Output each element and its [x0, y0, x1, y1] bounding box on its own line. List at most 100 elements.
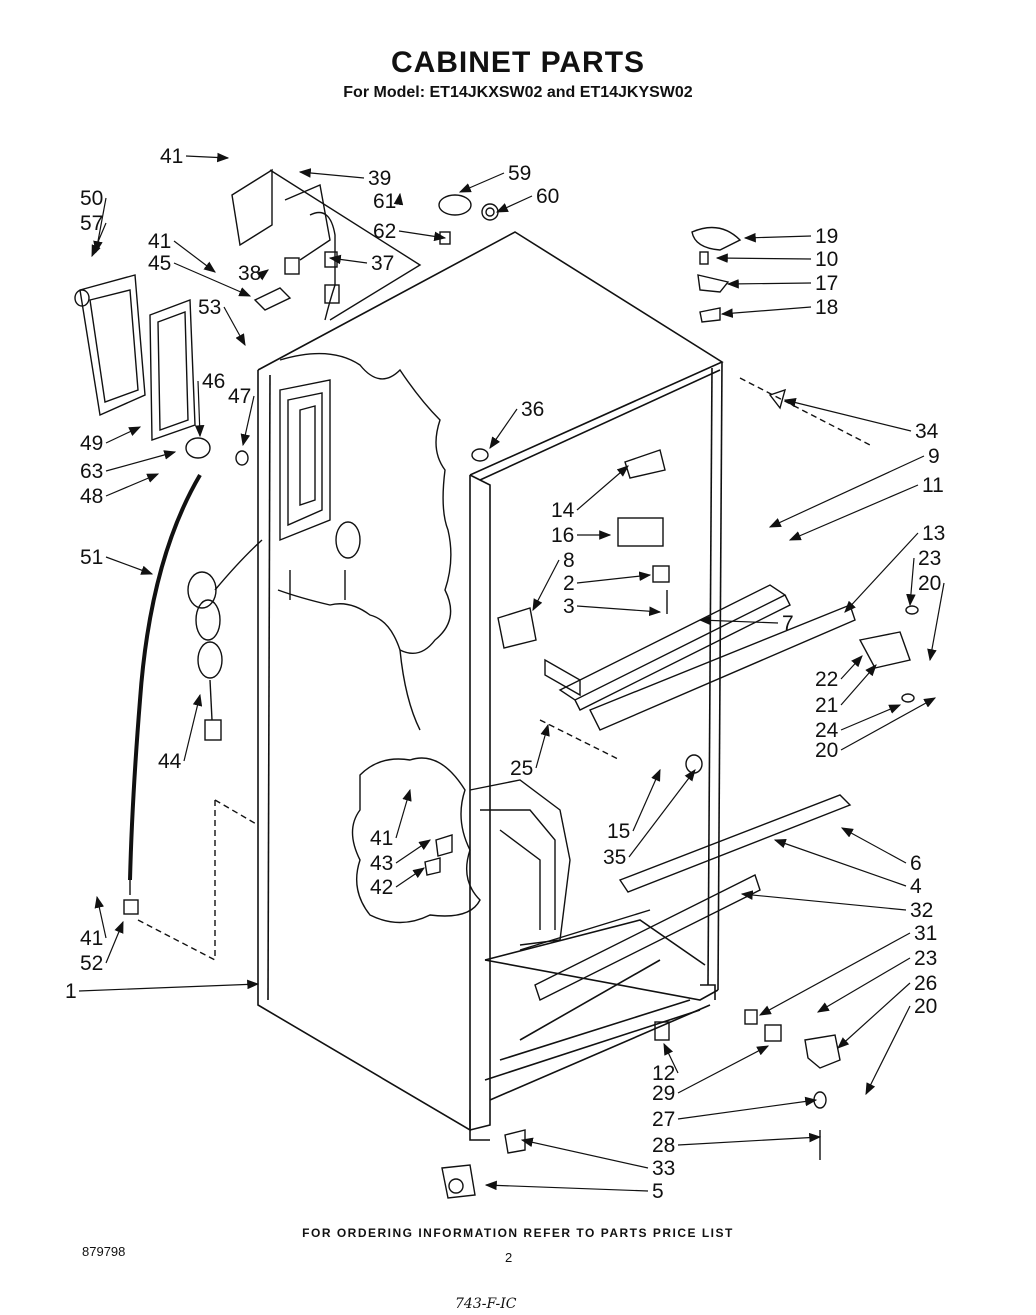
- callout-leader-line: [183, 693, 203, 762]
- callout-number: 22: [815, 668, 838, 691]
- callout-leader-line: [840, 697, 937, 751]
- callout-leader-line: [298, 168, 365, 179]
- callout-number: 1: [65, 980, 77, 1003]
- callout-number: 8: [563, 549, 575, 572]
- callout-leader-line: [628, 769, 696, 858]
- callout-number: 7: [782, 612, 794, 635]
- callout-leader-line: [395, 788, 412, 839]
- callout-number: 20: [914, 995, 937, 1018]
- callout-number: 60: [536, 185, 559, 208]
- ordering-info-footer: FOR ORDERING INFORMATION REFER TO PARTS …: [302, 1226, 734, 1240]
- callout-number: 28: [652, 1134, 675, 1157]
- callout-leader-line: [91, 222, 107, 258]
- callout-number: 16: [551, 524, 574, 547]
- callout-number: 2: [563, 572, 575, 595]
- callout-number: 32: [910, 899, 933, 922]
- callout-leader-line: [840, 655, 863, 680]
- callout-number: 24: [815, 719, 839, 742]
- callout-number: 11: [922, 474, 944, 497]
- callout-leader-line: [105, 473, 160, 497]
- callout-leader-line: [105, 556, 154, 575]
- callout-number: 43: [370, 852, 393, 875]
- callout-number: 45: [148, 252, 171, 275]
- callout-number: 20: [815, 739, 838, 762]
- callout-leader-line: [632, 768, 661, 832]
- callout-number: 10: [815, 248, 838, 271]
- lower-cutaway: [351, 757, 651, 951]
- callout-leaders: [78, 152, 945, 1192]
- callout-number: 46: [202, 370, 225, 393]
- callout-number: 18: [815, 296, 838, 319]
- callout-leader-line: [185, 152, 230, 163]
- callout-leader-line: [720, 306, 812, 318]
- callout-leader-line: [773, 839, 907, 887]
- callout-leader-line: [865, 1005, 911, 1096]
- callout-number: 14: [551, 499, 575, 522]
- callout-number: 50: [80, 187, 103, 210]
- callout-leader-line: [105, 450, 177, 472]
- callout-number: 48: [80, 485, 103, 508]
- callout-leader-line: [743, 232, 812, 243]
- top-hinge-assembly: [231, 168, 499, 321]
- callout-leader-line: [906, 557, 916, 607]
- callout-number: 6: [910, 852, 922, 875]
- callout-number: 20: [918, 572, 941, 595]
- callout-number: 41: [80, 927, 103, 950]
- callout-leader-line: [677, 1096, 818, 1120]
- callout-leader-line: [576, 465, 629, 511]
- callout-leader-line: [484, 1180, 649, 1192]
- callout-leader-line: [715, 253, 812, 263]
- callout-leader-line: [783, 397, 912, 432]
- callout-leader-line: [840, 664, 877, 706]
- left-parts: [74, 274, 263, 961]
- callout-number: 23: [914, 947, 937, 970]
- callout-number: 52: [80, 952, 103, 975]
- callout-leader-line: [726, 279, 812, 289]
- callout-number: 3: [563, 595, 575, 618]
- callout-leader-line: [535, 723, 550, 769]
- callout-leader-line: [495, 195, 533, 213]
- callout-number: 36: [521, 398, 544, 421]
- callout-number: 26: [914, 972, 937, 995]
- callout-number: 29: [652, 1082, 675, 1105]
- callout-number: 34: [915, 420, 939, 443]
- callout-leader-line: [576, 571, 652, 584]
- callout-leader-line: [758, 932, 911, 1016]
- handwritten-note: 743-F-IC: [455, 1296, 517, 1312]
- callout-number: 41: [370, 827, 393, 850]
- callout-leader-line: [768, 455, 925, 528]
- callout-leader-line: [173, 262, 252, 297]
- callout-number: 17: [815, 272, 838, 295]
- callout-leader-line: [94, 895, 107, 939]
- callout-leader-line: [105, 920, 124, 964]
- callout-number: 44: [158, 750, 182, 773]
- callout-number: 41: [148, 230, 171, 253]
- callout-leader-line: [395, 867, 425, 888]
- callout-leader-line: [256, 269, 269, 281]
- callout-leader-line: [840, 704, 902, 731]
- callout-leader-line: [105, 426, 142, 444]
- callout-number: 41: [160, 145, 183, 168]
- callout-number: 49: [80, 432, 103, 455]
- page-number: 2: [505, 1250, 513, 1265]
- callout-leader-line: [788, 484, 919, 541]
- callout-leader-line: [677, 1045, 770, 1094]
- callout-number: 63: [80, 460, 103, 483]
- right-hardware: [424, 226, 919, 1199]
- page-title: CABINET PARTS: [390, 46, 646, 79]
- callout-number: 61: [373, 190, 396, 213]
- cutaway-liner: [277, 352, 452, 731]
- callout-leader-line: [78, 979, 260, 992]
- callout-leader-line: [393, 192, 404, 206]
- callout-number: 9: [928, 445, 940, 468]
- callout-leader-line: [194, 380, 205, 438]
- callout-leader-line: [532, 559, 560, 612]
- callout-number: 51: [80, 546, 103, 569]
- callout-leader-line: [840, 827, 907, 864]
- callout-number: 31: [914, 922, 937, 945]
- callout-leader-line: [223, 306, 246, 347]
- callout-leader-line: [173, 240, 216, 273]
- callout-leader-line: [677, 1132, 822, 1146]
- callout-leader-line: [489, 408, 518, 449]
